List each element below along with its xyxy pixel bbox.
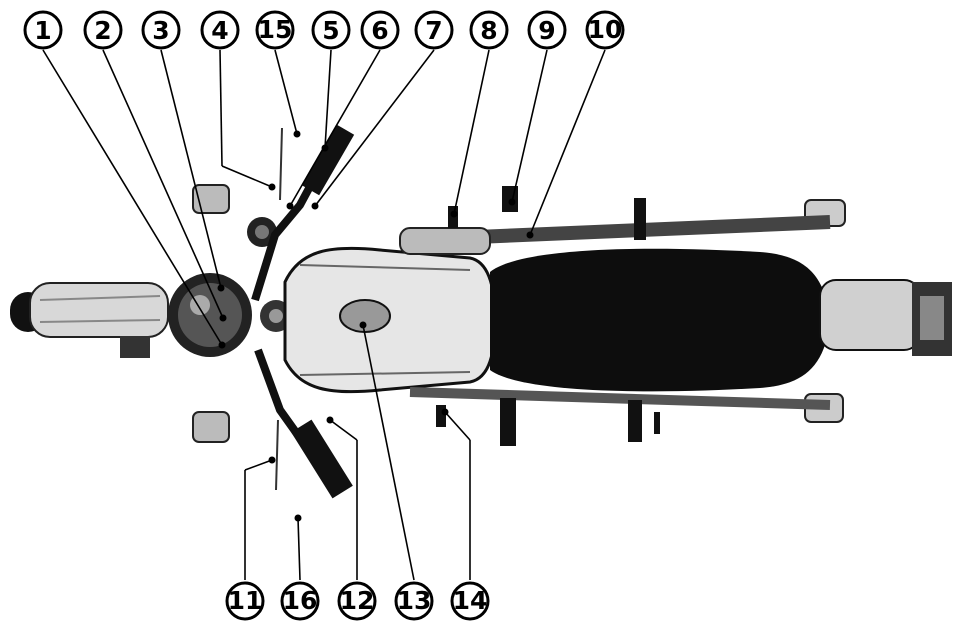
callout-5: 5 xyxy=(313,12,349,48)
callout-2-label: 2 xyxy=(94,16,111,45)
headlight xyxy=(168,273,252,357)
callout-12: 12 xyxy=(339,583,375,619)
motorcycle-illustration xyxy=(10,125,952,499)
callout-3: 3 xyxy=(143,12,179,48)
callout-13-label: 13 xyxy=(397,586,432,615)
callout-16: 16 xyxy=(282,583,318,619)
rear-fender xyxy=(820,280,952,356)
callout-11: 11 xyxy=(227,583,263,619)
callout-1: 1 xyxy=(25,12,61,48)
leader-line-15 xyxy=(275,50,297,134)
callout-16-label: 16 xyxy=(283,586,318,615)
callout-1-label: 1 xyxy=(34,16,51,45)
callout-6-label: 6 xyxy=(371,16,388,45)
seat xyxy=(490,249,830,392)
callout-2: 2 xyxy=(85,12,121,48)
callout-15: 15 xyxy=(257,12,293,48)
callout-11-label: 11 xyxy=(228,586,263,615)
callout-8-label: 8 xyxy=(480,16,497,45)
callout-14-label: 14 xyxy=(453,586,488,615)
callout-10-label: 10 xyxy=(588,15,623,44)
callout-3-label: 3 xyxy=(152,16,169,45)
callout-4: 4 xyxy=(202,12,238,48)
callout-9-label: 9 xyxy=(538,16,555,45)
callout-5-label: 5 xyxy=(322,16,339,45)
callout-9: 9 xyxy=(529,12,565,48)
callout-15-label: 15 xyxy=(258,15,293,44)
callout-14: 14 xyxy=(452,583,488,619)
callout-6: 6 xyxy=(362,12,398,48)
callout-8: 8 xyxy=(471,12,507,48)
callout-7-label: 7 xyxy=(425,16,442,45)
callout-4-label: 4 xyxy=(211,16,228,45)
callout-10: 10 xyxy=(587,12,623,48)
callout-13: 13 xyxy=(396,583,432,619)
callout-7: 7 xyxy=(416,12,452,48)
fuel-tank xyxy=(285,248,495,391)
front-wheel xyxy=(10,283,168,358)
callout-12-label: 12 xyxy=(340,586,375,615)
